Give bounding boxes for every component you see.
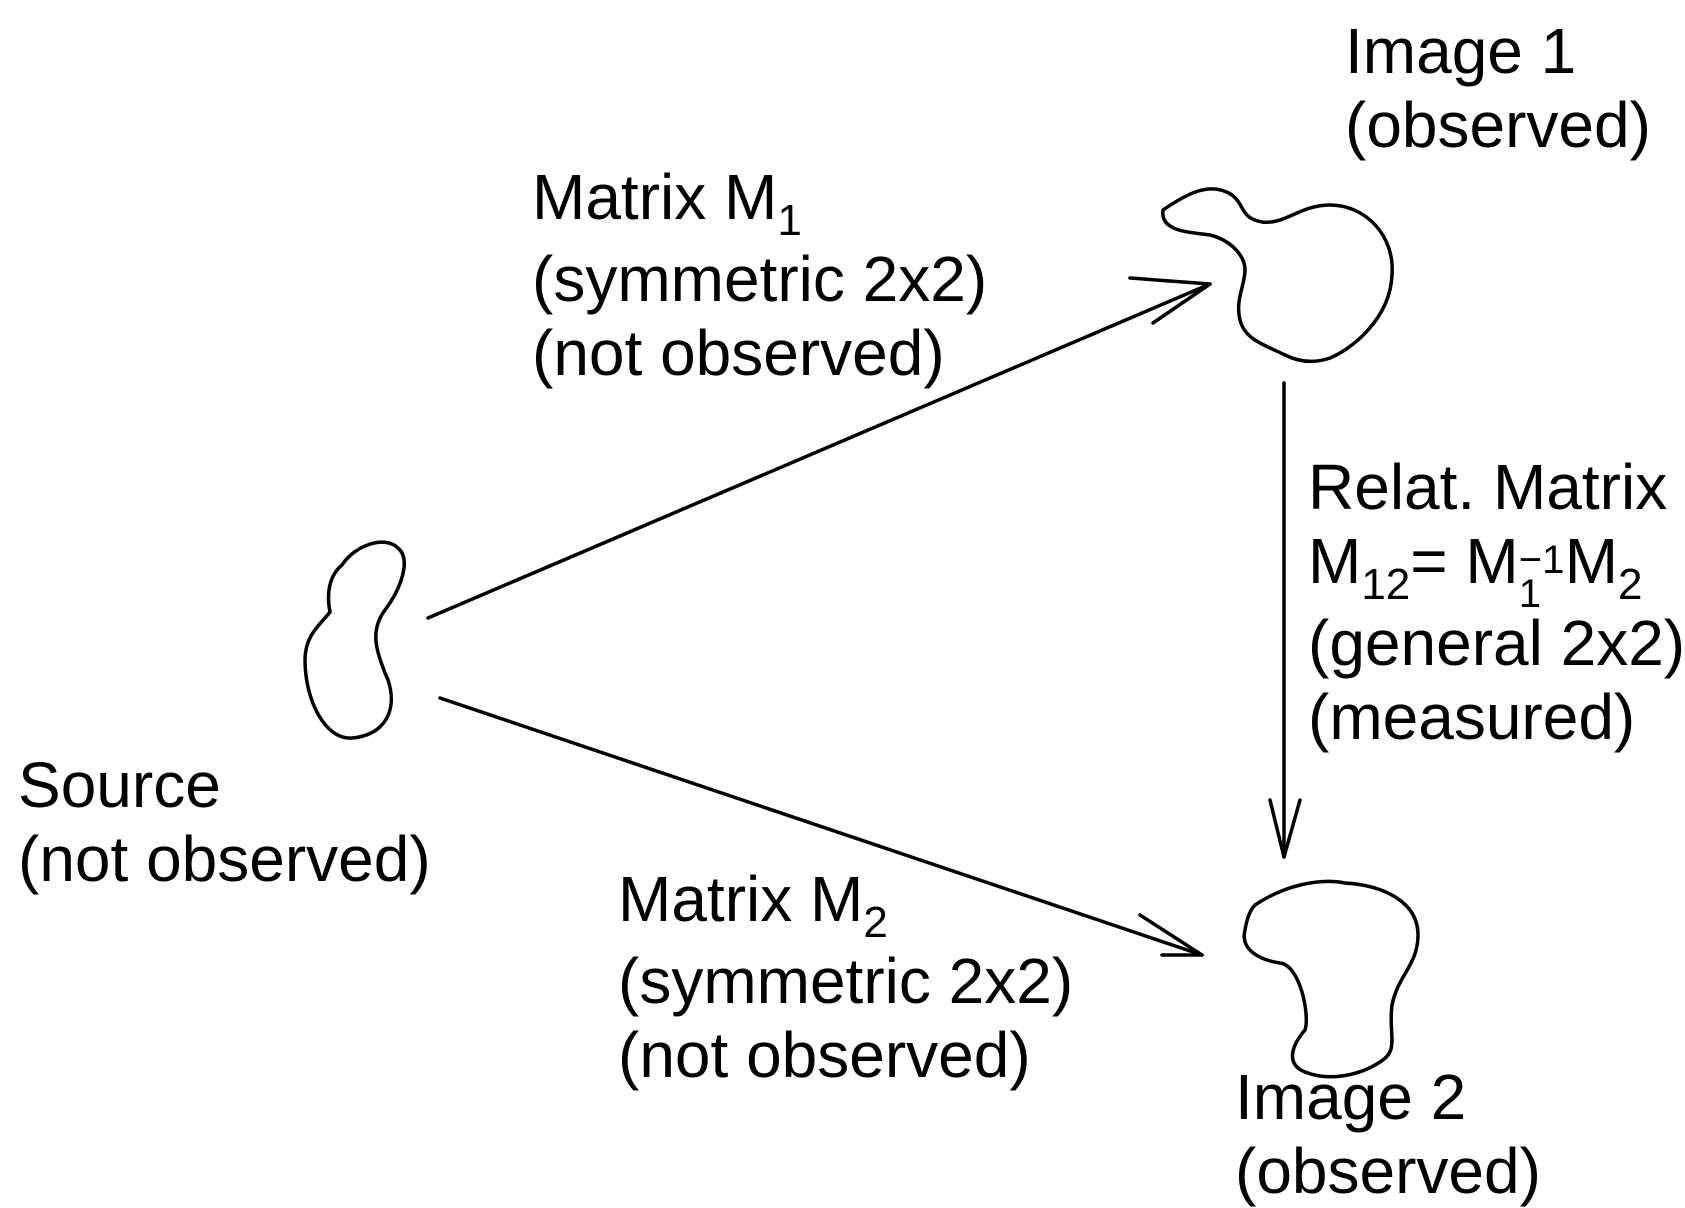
matrix2-kind: (symmetric 2x2) xyxy=(618,945,1074,1017)
image2-label: Image 2 (observed) xyxy=(1235,1060,1541,1208)
source-name: Source xyxy=(18,749,221,821)
relative-subscript: 12 xyxy=(1361,560,1411,609)
relative-title: Relat. Matrix xyxy=(1308,451,1668,523)
relative-inv-sub: 1 xyxy=(1518,572,1541,616)
matrix1-prefix: Matrix xyxy=(532,161,707,233)
matrix1-title: Matrix M1 xyxy=(532,160,987,245)
matrix1-symbol: M xyxy=(724,161,778,233)
relative-rhs-symbol: M xyxy=(1564,525,1619,597)
arrow-source-to-image2 xyxy=(438,696,1204,957)
image1-label: Image 1 (observed) xyxy=(1345,14,1651,162)
image1-blob xyxy=(1161,187,1394,364)
source-blob xyxy=(303,540,406,740)
relative-equals: = xyxy=(1410,525,1466,597)
relative-status: (measured) xyxy=(1308,681,1636,753)
source-status: (not observed) xyxy=(18,823,431,895)
relative-rhs-sub: 2 xyxy=(1618,560,1643,609)
arrowhead-image2 xyxy=(1138,913,1204,957)
matrix1-status: (not observed) xyxy=(532,317,945,389)
matrix2-status: (not observed) xyxy=(618,1019,1031,1091)
relative-symbol: M xyxy=(1308,525,1362,597)
matrix2-symbol: M xyxy=(810,863,864,935)
arrow-source-to-image1 xyxy=(426,282,1212,620)
relative-inv-symbol: M xyxy=(1465,525,1519,597)
image2-status: (observed) xyxy=(1235,1135,1541,1207)
arrowhead-image1 xyxy=(1128,276,1212,325)
matrix1-kind: (symmetric 2x2) xyxy=(532,243,988,315)
matrix1-label: Matrix M1 (symmetric 2x2) (not observed) xyxy=(532,160,987,390)
matrix1-subscript: 1 xyxy=(777,196,802,245)
diagram-canvas xyxy=(303,187,1420,1079)
matrix2-title: Matrix M2 xyxy=(618,862,1073,947)
image1-name: Image 1 xyxy=(1345,15,1577,87)
source-label: Source (not observed) xyxy=(18,748,431,896)
matrix2-label: Matrix M2 (symmetric 2x2) (not observed) xyxy=(618,862,1073,1092)
relative-kind: (general 2x2) xyxy=(1308,607,1685,679)
image1-status: (observed) xyxy=(1345,89,1651,161)
matrix2-prefix: Matrix xyxy=(618,863,793,935)
relative-inv-sup: −1 xyxy=(1518,538,1565,582)
image2-name: Image 2 xyxy=(1235,1061,1467,1133)
arrowhead-image2-vertical xyxy=(1268,798,1302,859)
matrix2-subscript: 2 xyxy=(863,898,888,947)
image2-blob xyxy=(1242,879,1420,1079)
